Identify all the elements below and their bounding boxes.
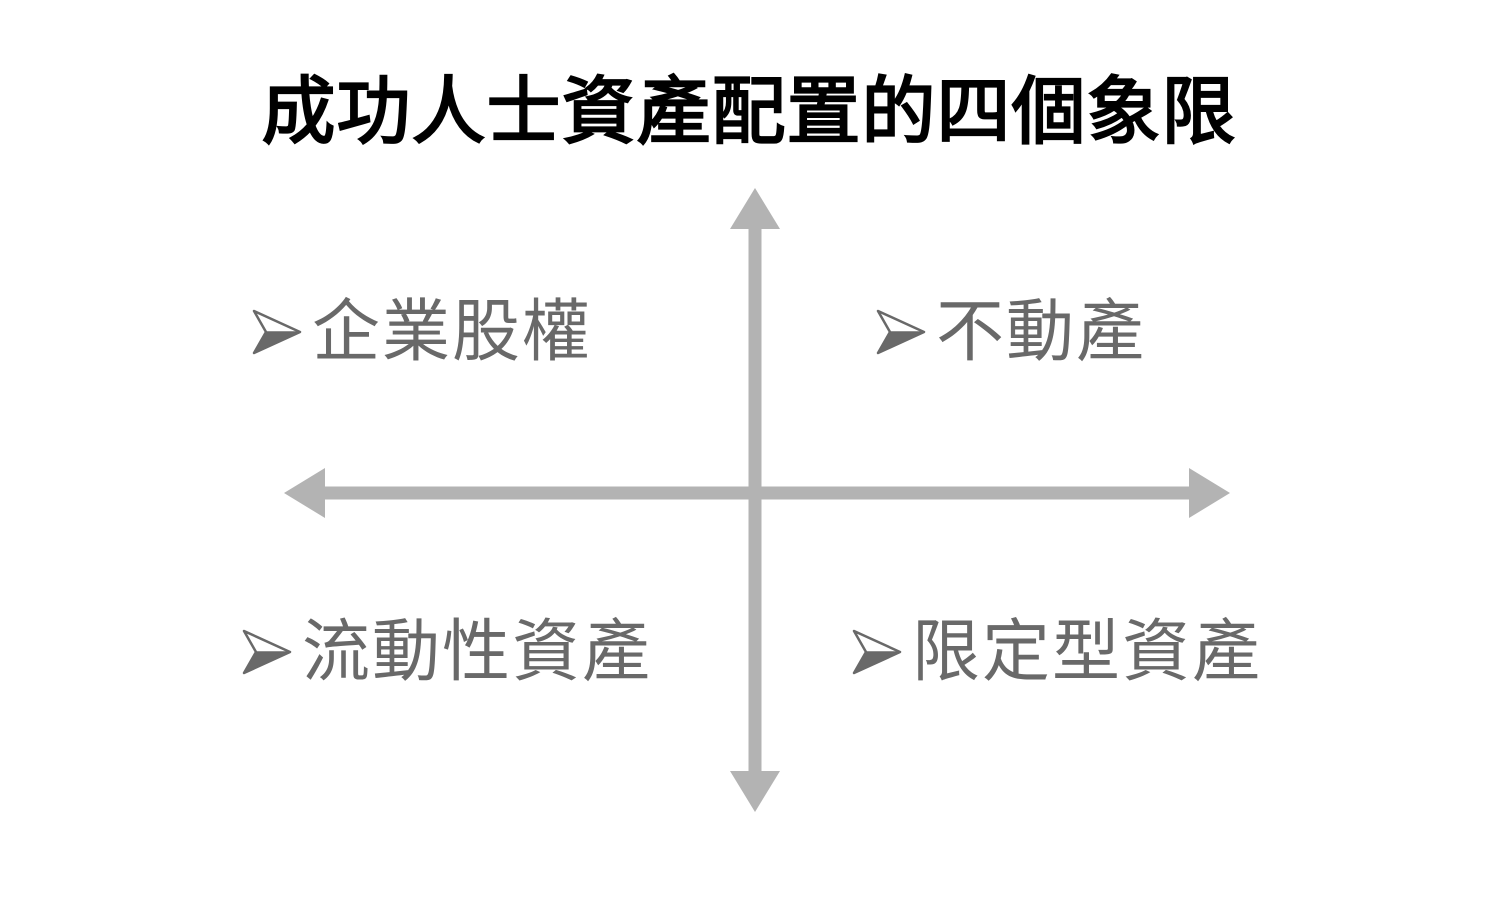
right-arrowhead-bullet-icon (252, 309, 302, 355)
arrowhead-up-icon (730, 188, 780, 229)
horizontal-axis-shaft (322, 486, 1192, 500)
quadrant-label-bottom-right: 限定型資產 (848, 612, 1262, 692)
right-arrowhead-bullet-icon (852, 629, 902, 675)
horizontal-axis (284, 468, 1230, 518)
vertical-axis-shaft (748, 226, 762, 774)
quadrant-label-text: 流動性資產 (302, 614, 653, 690)
quadrant-label-top-right: 不動產 (872, 292, 1146, 372)
vertical-axis (730, 188, 780, 812)
quadrant-label-top-left: 企業股權 (248, 292, 592, 372)
quadrant-label-text: 限定型資產 (912, 614, 1263, 690)
right-arrowhead-bullet-icon (242, 629, 292, 675)
page-title: 成功人士資產配置的四個象限 (261, 70, 1237, 153)
arrowhead-down-icon (730, 771, 780, 812)
quadrant-label-text: 企業股權 (312, 294, 593, 370)
quadrant-label-text: 不動產 (936, 294, 1147, 370)
arrowhead-left-icon (284, 468, 325, 518)
quadrant-label-bottom-left: 流動性資產 (238, 612, 652, 692)
arrowhead-right-icon (1189, 468, 1230, 518)
right-arrowhead-bullet-icon (876, 309, 926, 355)
